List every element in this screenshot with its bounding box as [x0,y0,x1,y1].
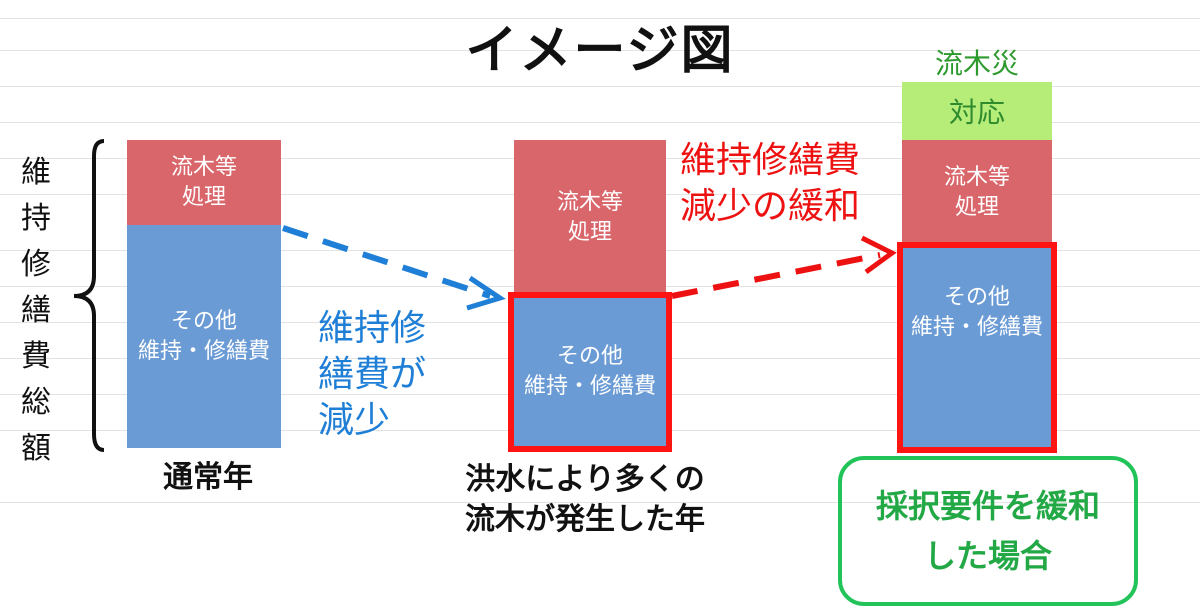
col3-driftwood-bar: 流木等 処理 [902,140,1052,245]
decrease-arrowhead [466,275,506,311]
col2-highlight-frame [508,292,672,452]
col3-maintenance-label: その他 維持・修繕費 [910,285,1043,340]
col3-caption-box: 採択要件を緩和 した場合 [838,456,1138,606]
col2-driftwood-label: 流木等 処理 [556,190,623,245]
diagram-title: イメージ図 [465,21,735,81]
col2-maintenance-label: その他 維持・修繕費 [523,344,656,399]
col2-maintenance-bar: その他 維持・修繕費 [514,296,666,448]
col3-highlight-frame [897,242,1057,453]
col2-driftwood-bar: 流木等 処理 [514,140,666,296]
col3-driftwood-label: 流木等 処理 [943,164,1010,220]
col1-driftwood-bar: 流木等 処理 [127,140,281,225]
col3-disaster-label: 対応 [948,96,1005,129]
col2-caption: 洪水により多くの 流木が発生した年 [465,462,705,537]
mitigation-arrow [671,252,881,299]
y-axis-label: 維持修繕費総額 [21,155,51,466]
total-brace [73,139,105,452]
mitigation-annotation: 維持修繕費 減少の緩和 [680,140,861,227]
mitigation-arrowhead [860,235,897,275]
col1-maintenance-label: その他 維持・修繕費 [137,308,270,364]
decrease-annotation: 維持修 繕費が 減少 [318,308,427,441]
col3-maintenance-bar: その他 維持・修繕費 [902,245,1052,448]
col1-driftwood-label: 流木等 処理 [170,154,237,210]
col3-disaster-top-label: 流木災 [934,47,1019,80]
col1-maintenance-bar: その他 維持・修繕費 [127,225,281,448]
decrease-arrow [282,225,491,299]
col3-disaster-bar: 対応 [902,82,1052,140]
col1-caption: 通常年 [163,460,253,495]
